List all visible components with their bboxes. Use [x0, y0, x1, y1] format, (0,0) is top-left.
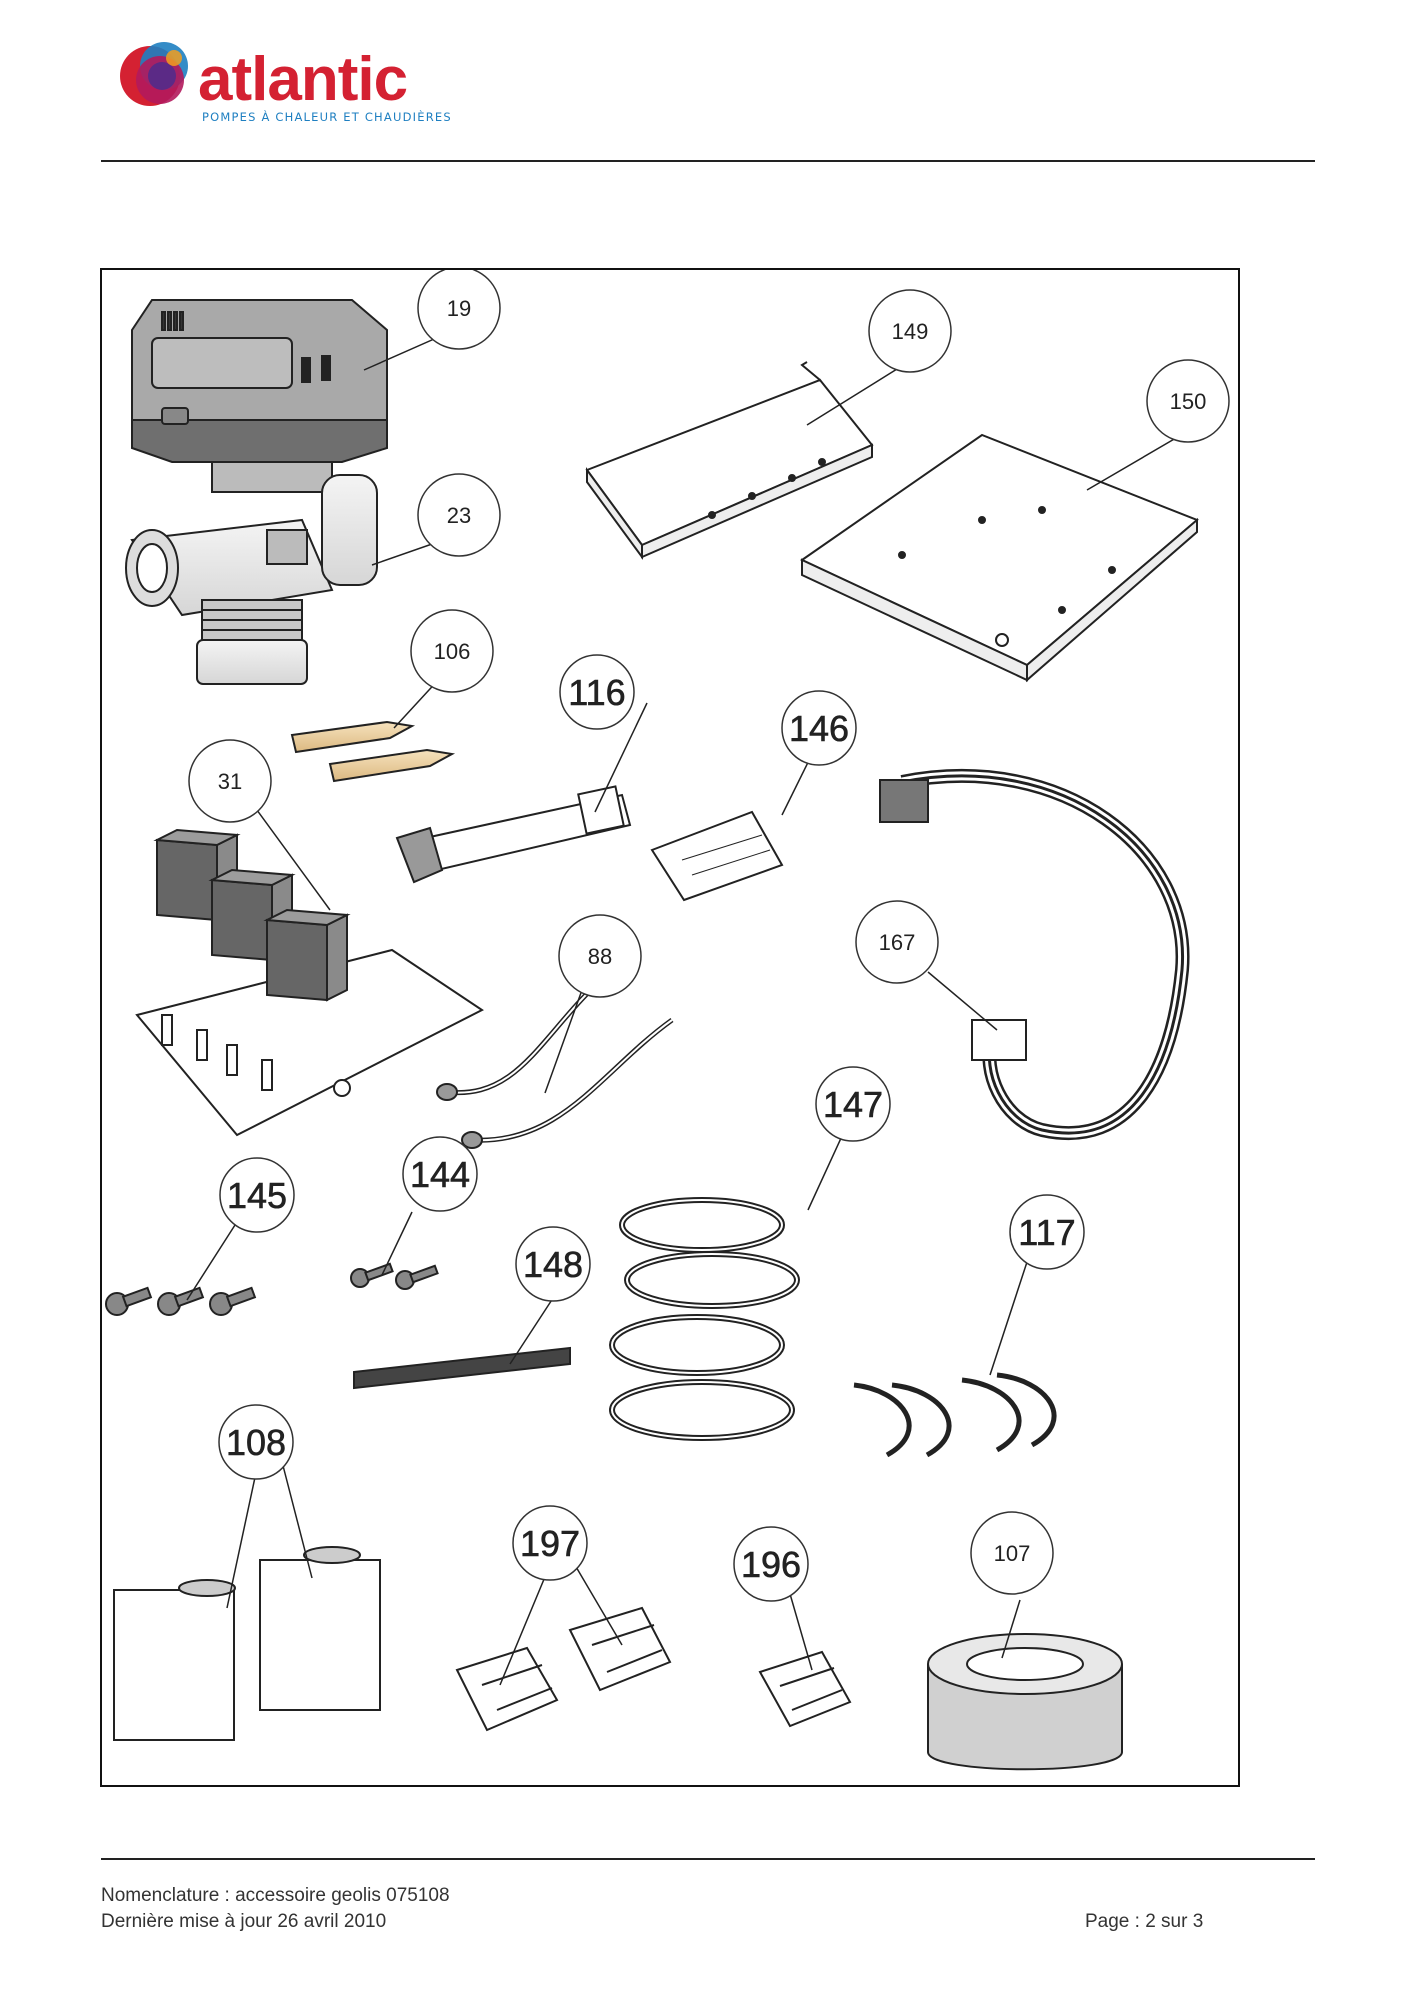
callout-circle [219, 1157, 295, 1233]
callout-number: 197 [520, 1523, 580, 1564]
callout-number: 148 [523, 1244, 583, 1285]
parts-diagram: 19 149 150 23 106 116 146 31 88 167 147 145 144 148 11… [105, 270, 1230, 1771]
footer-update-date: Dernière mise à jour 26 avril 2010 [101, 1911, 387, 1932]
callout-number: 107 [994, 1541, 1031, 1566]
adhesive-tape-part [927, 1633, 1123, 1771]
relay-board-part [135, 828, 484, 1137]
mounting-bracket-149-part [585, 361, 874, 561]
callout-116: 116 [559, 654, 635, 730]
callout-circle [515, 1226, 591, 1302]
callout-circle [512, 1505, 588, 1581]
callout-circle [558, 914, 642, 998]
callout-107: 107 [970, 1511, 1054, 1595]
callout-197: 197 [512, 1505, 588, 1581]
callout-circle [1146, 359, 1230, 443]
brass-pins-part [290, 720, 456, 783]
callout-23: 23 [417, 473, 501, 557]
terminal-block-196-part [758, 1650, 852, 1728]
callout-circle [868, 289, 952, 373]
label-sheet-part [650, 810, 784, 902]
cable-ties-part [853, 1372, 1057, 1458]
motorized-valve-part [125, 299, 388, 685]
callout-number: 145 [227, 1175, 287, 1216]
callout-145: 145 [219, 1157, 295, 1233]
callout-148: 148 [515, 1226, 591, 1302]
callout-circle [417, 270, 501, 350]
callout-196: 196 [733, 1526, 809, 1602]
callout-circle [559, 654, 635, 730]
callout-31: 31 [188, 739, 272, 823]
header-divider [101, 160, 1315, 162]
callout-number: 149 [892, 319, 929, 344]
footer-document-title: Nomenclature : accessoire geolis 075108 [101, 1885, 450, 1906]
callout-167: 167 [855, 900, 939, 984]
callout-number: 31 [218, 769, 242, 794]
callout-number: 150 [1170, 389, 1207, 414]
callout-number: 146 [789, 708, 849, 749]
clamp-ties-part [609, 1197, 800, 1441]
callout-circle [218, 1404, 294, 1480]
footer-divider [101, 1858, 1315, 1860]
callout-circle [410, 609, 494, 693]
logo-tagline: POMPES À CHALEUR ET CHAUDIÈRES [202, 109, 452, 124]
callout-number: 106 [434, 639, 471, 664]
callout-108: 108 [218, 1404, 294, 1480]
callout-number: 88 [588, 944, 612, 969]
callout-number: 23 [447, 503, 471, 528]
callout-circle [781, 690, 857, 766]
callout-149: 149 [868, 289, 952, 373]
mounting-bracket-150-part [800, 433, 1199, 683]
callout-number: 108 [226, 1422, 286, 1463]
callout-bubbles: 19 149 150 23 106 116 146 31 88 167 147 145 144 148 11… [188, 270, 1230, 1602]
callout-circle [417, 473, 501, 557]
callout-circle [970, 1511, 1054, 1595]
callout-circle [188, 739, 272, 823]
callout-88: 88 [558, 914, 642, 998]
callout-circle [815, 1066, 891, 1142]
sealing-strip-part [353, 1346, 571, 1390]
logo-mark-icon [120, 42, 188, 106]
callout-number: 167 [879, 930, 916, 955]
callout-circle [1009, 1194, 1085, 1270]
paste-tube-part [395, 785, 632, 884]
callout-circle [733, 1526, 809, 1602]
callout-number: 19 [447, 296, 471, 321]
callout-146: 146 [781, 690, 857, 766]
logo-wordmark: atlantic [198, 45, 407, 114]
callout-106: 106 [410, 609, 494, 693]
callout-150: 150 [1146, 359, 1230, 443]
screws-145-part [105, 1286, 257, 1316]
screws-144-part [350, 1262, 439, 1290]
parts-diagram-frame: 19 149 150 23 106 116 146 31 88 167 147 145 144 148 11… [100, 268, 1240, 1787]
callout-144: 144 [402, 1136, 478, 1212]
callout-circle [402, 1136, 478, 1212]
callout-circle [855, 900, 939, 984]
callout-147: 147 [815, 1066, 891, 1142]
callout-number: 144 [410, 1154, 470, 1195]
wiring-harness-part [879, 768, 1190, 1141]
callout-number: 116 [568, 672, 625, 713]
callout-number: 117 [1018, 1212, 1075, 1253]
callout-117: 117 [1009, 1194, 1085, 1270]
insulation-sleeves-part [113, 1546, 381, 1741]
callout-number: 147 [823, 1084, 883, 1125]
footer-page-number: Page : 2 sur 3 [1085, 1911, 1204, 1932]
callout-number: 196 [741, 1544, 801, 1585]
terminal-blocks-197-part [455, 1606, 672, 1732]
temperature-sensors-part [436, 968, 674, 1149]
callout-19: 19 [417, 270, 501, 350]
atlantic-logo: atlantic POMPES À CHALEUR ET CHAUDIÈRES [120, 42, 452, 124]
